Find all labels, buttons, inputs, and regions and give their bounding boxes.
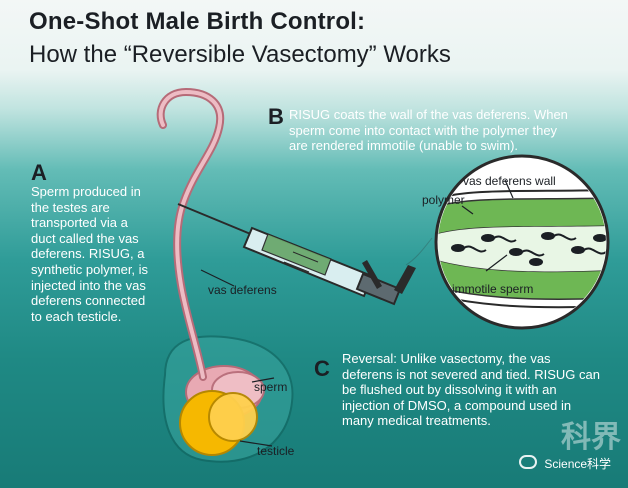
- watermark-logo: 科界: [561, 420, 621, 455]
- sperm-cell: [541, 232, 555, 240]
- sperm-cell: [481, 234, 495, 242]
- label-vas-deferens: vas deferens: [208, 283, 277, 297]
- syringe-mark-1: [292, 251, 319, 263]
- section-c-letter: C: [314, 356, 330, 381]
- sperm-cell: [509, 248, 523, 256]
- plunger: [355, 272, 402, 306]
- sperm-cell: [571, 246, 585, 254]
- sperm-cell: [593, 234, 606, 242]
- polymer-pointer: [461, 205, 474, 215]
- label-polymer: polymer: [422, 193, 465, 207]
- vas-deferens-pointer: [200, 269, 235, 287]
- testicle-right: [208, 392, 258, 442]
- sperm-cell: [451, 244, 465, 252]
- page-title: One-Shot Male Birth Control:: [29, 8, 366, 35]
- sperm-tail: [493, 235, 517, 243]
- immotile-sperm-pointer: [485, 254, 508, 272]
- watermark-handle: Science科学: [519, 455, 611, 472]
- label-vas-deferens-wall: vas deferens wall: [463, 174, 556, 188]
- sperm-pointer: [251, 377, 275, 383]
- needle: [177, 203, 254, 236]
- section-c-text: Reversal: Unlike vasectomy, the vas defe…: [342, 351, 600, 429]
- syringe-liquid: [261, 233, 332, 276]
- section-a-letter: A: [31, 160, 47, 185]
- label-testicle: testicle: [257, 444, 295, 458]
- vas-deferens-duct: [156, 87, 225, 381]
- page-subtitle: How the “Reversible Vasectomy” Works: [29, 41, 451, 68]
- section-a-text: Sperm produced in the testes are transpo…: [31, 184, 149, 324]
- syringe: [177, 203, 416, 306]
- finger-flange: [362, 260, 382, 289]
- section-b-text: RISUG coats the wall of the vas deferens…: [289, 107, 568, 154]
- syringe-mark-2: [283, 261, 310, 273]
- magnifier-connector: [405, 237, 433, 266]
- immotile-sperm-cells: [451, 232, 606, 266]
- testicle-pointer: [239, 440, 273, 447]
- watermark-handle-text: Science科学: [544, 457, 612, 471]
- label-sperm: sperm: [254, 380, 288, 394]
- watermark-chat-icon: [519, 455, 537, 469]
- sperm-cell: [529, 258, 543, 266]
- plunger-cap: [394, 265, 416, 294]
- sperm-tail: [521, 249, 545, 257]
- vas-deferens-duct-highlight: [158, 89, 223, 379]
- sperm-tail: [553, 233, 577, 241]
- sperm-tail: [463, 245, 487, 253]
- wall-pointer: [504, 179, 514, 199]
- sperm-tail: [583, 247, 606, 255]
- sperm-tails: [463, 233, 606, 257]
- label-immotile-sperm: immotile sperm: [452, 282, 534, 296]
- section-b-letter: B: [268, 104, 284, 129]
